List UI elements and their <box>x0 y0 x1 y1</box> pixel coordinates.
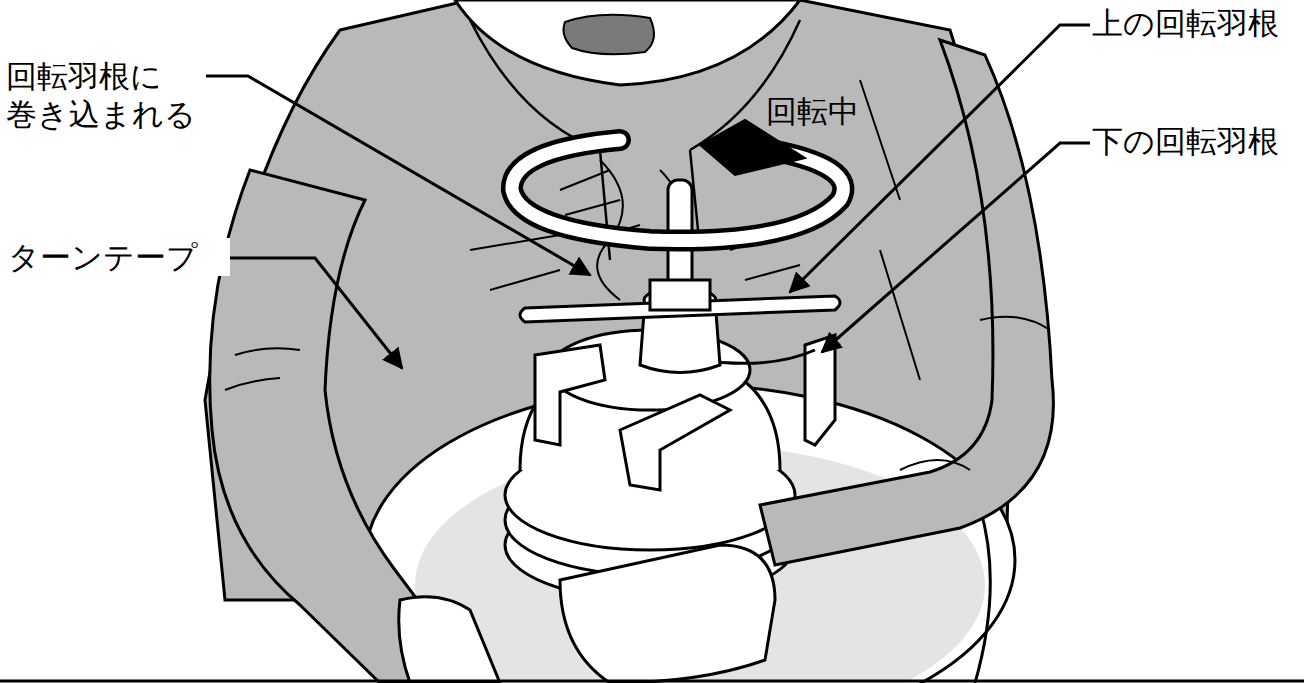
callout-label: 上の回転羽根 <box>1092 4 1302 42</box>
left-arm-folds <box>225 348 300 390</box>
upper-blade-collar <box>650 280 710 310</box>
right-arm-folds <box>900 317 1050 470</box>
leader-line <box>228 258 402 368</box>
helmet <box>455 0 800 85</box>
callout-label: ターンテープ <box>8 238 230 276</box>
left-glove <box>399 597 500 683</box>
lower-blade <box>620 395 730 490</box>
callout-label: 下の回転羽根 <box>1092 122 1302 160</box>
lower-blade <box>535 345 605 445</box>
leader-line <box>822 143 1090 352</box>
callout-label: 回転中 <box>766 92 876 130</box>
leader-line <box>205 76 590 275</box>
helmet-visor <box>564 15 654 54</box>
leader-line <box>790 25 1090 292</box>
right-arm <box>760 40 1053 565</box>
frame-line <box>0 680 1304 683</box>
right-glove <box>560 545 775 683</box>
callout-label: 回転羽根に 巻き込まれる <box>6 57 206 133</box>
